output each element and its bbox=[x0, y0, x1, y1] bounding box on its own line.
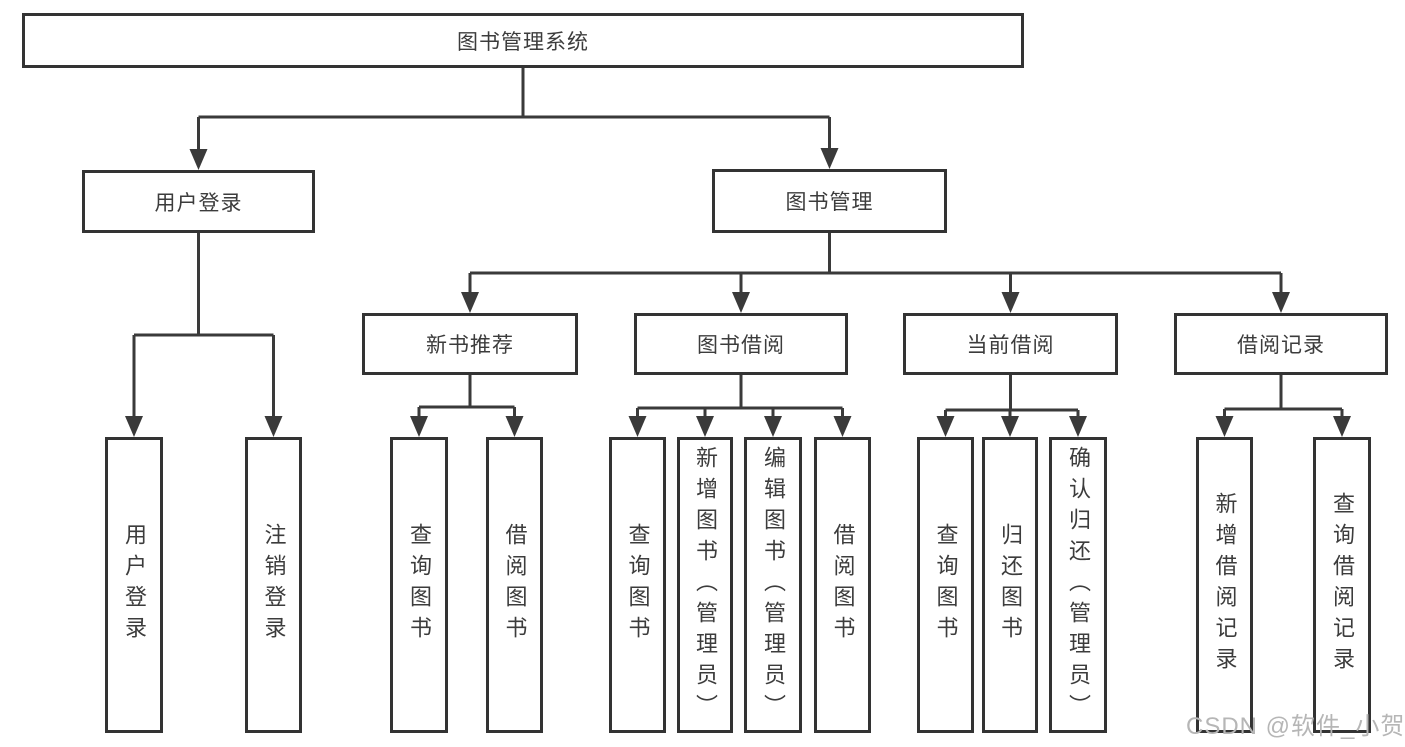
node-leaf-cb-return: 归还图书 bbox=[982, 437, 1038, 733]
arrowhead-icon bbox=[1333, 416, 1351, 437]
arrowhead-icon bbox=[1001, 292, 1020, 313]
node-label: 用户登录 bbox=[122, 523, 147, 647]
node-leaf-bb-borrow: 借阅图书 bbox=[814, 437, 871, 733]
arrowhead-icon bbox=[1069, 416, 1087, 437]
arrowhead-icon bbox=[505, 416, 524, 437]
arrowhead-icon bbox=[189, 149, 208, 170]
node-label: 归还图书 bbox=[998, 523, 1023, 647]
node-label: 查询图书 bbox=[407, 523, 432, 647]
node-leaf-cb-confirm: 确认归还（管理员） bbox=[1049, 437, 1107, 733]
node-leaf-nb-borrow: 借阅图书 bbox=[486, 437, 543, 733]
node-label: 编辑图书（管理员） bbox=[761, 445, 786, 725]
node-book-mgmt: 图书管理 bbox=[712, 169, 947, 233]
arrowhead-icon bbox=[764, 416, 782, 437]
node-label: 新增图书（管理员） bbox=[693, 445, 718, 725]
arrowhead-icon bbox=[461, 292, 479, 313]
node-leaf-user-login: 用户登录 bbox=[105, 437, 163, 733]
node-label: 查询借阅记录 bbox=[1330, 492, 1355, 678]
node-label: 图书借阅 bbox=[697, 334, 785, 357]
watermark: CSDN @软件_小贺同学 bbox=[1186, 713, 1405, 740]
node-label: 查询图书 bbox=[625, 523, 651, 647]
arrowhead-icon bbox=[1272, 292, 1290, 313]
node-current-borrow: 当前借阅 bbox=[903, 313, 1118, 375]
arrowhead-icon bbox=[264, 416, 283, 437]
node-book-borrow: 图书借阅 bbox=[634, 313, 848, 375]
arrowhead-icon bbox=[936, 416, 955, 437]
node-label: 借阅图书 bbox=[830, 523, 856, 647]
arrowhead-icon bbox=[833, 416, 852, 437]
arrowhead-icon bbox=[1001, 416, 1019, 437]
node-leaf-bb-edit: 编辑图书（管理员） bbox=[744, 437, 802, 733]
node-label: 查询图书 bbox=[933, 523, 959, 647]
node-root: 图书管理系统 bbox=[22, 13, 1024, 68]
node-new-book: 新书推荐 bbox=[362, 313, 578, 375]
arrowhead-icon bbox=[1215, 416, 1234, 437]
arrowhead-icon bbox=[696, 416, 714, 437]
node-leaf-nb-query: 查询图书 bbox=[390, 437, 448, 733]
node-label: 新书推荐 bbox=[426, 334, 514, 357]
node-label: 新增借阅记录 bbox=[1212, 492, 1238, 678]
node-leaf-bb-add: 新增图书（管理员） bbox=[677, 437, 733, 733]
node-leaf-br-add: 新增借阅记录 bbox=[1196, 437, 1253, 733]
node-label: 确认归还（管理员） bbox=[1066, 445, 1091, 725]
arrowhead-icon bbox=[820, 148, 839, 169]
node-label: 图书管理 bbox=[785, 191, 874, 214]
node-label: 图书管理系统 bbox=[457, 30, 589, 54]
node-label: 借阅图书 bbox=[502, 523, 528, 647]
arrowhead-icon bbox=[732, 292, 750, 313]
node-leaf-logout: 注销登录 bbox=[245, 437, 302, 733]
node-user-login: 用户登录 bbox=[82, 170, 315, 233]
arrowhead-icon bbox=[125, 416, 143, 437]
arrowhead-icon bbox=[628, 416, 647, 437]
node-leaf-bb-query: 查询图书 bbox=[609, 437, 666, 733]
node-borrow-record: 借阅记录 bbox=[1174, 313, 1388, 375]
arrowhead-icon bbox=[410, 416, 428, 437]
node-leaf-br-query: 查询借阅记录 bbox=[1313, 437, 1371, 733]
node-label: 当前借阅 bbox=[966, 334, 1055, 357]
node-label: 注销登录 bbox=[261, 523, 287, 647]
node-label: 借阅记录 bbox=[1237, 334, 1325, 357]
node-leaf-cb-query: 查询图书 bbox=[917, 437, 974, 733]
node-label: 用户登录 bbox=[154, 191, 243, 215]
